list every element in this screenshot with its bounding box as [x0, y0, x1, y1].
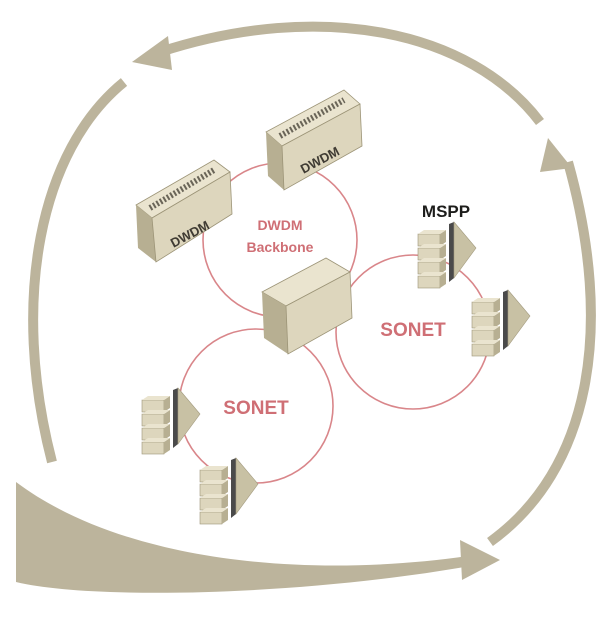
hub-device-icon: [261, 257, 353, 355]
mspp-device-right-bottom: [471, 289, 531, 357]
cycle-arrow-icon: [16, 21, 596, 593]
mspp-device-icon: [141, 387, 201, 455]
dwdm-device-1: DWDM: [135, 159, 233, 263]
dwdm-device-icon: [265, 89, 363, 191]
backbone-label-line2: Backbone: [247, 239, 314, 255]
mspp-device-left-bottom: [199, 457, 259, 525]
mspp-device-icon: [199, 457, 259, 525]
dwdm-device-icon: [135, 159, 233, 263]
mspp-device-icon: [471, 289, 531, 357]
dwdm-device-2: DWDM: [265, 89, 363, 191]
mspp-label: MSPP: [422, 202, 470, 221]
sonet-right-label: SONET: [380, 320, 446, 341]
mspp-device-left-top: [141, 387, 201, 455]
sonet-left-label: SONET: [223, 398, 289, 419]
backbone-label-line1: DWDM: [257, 217, 302, 233]
